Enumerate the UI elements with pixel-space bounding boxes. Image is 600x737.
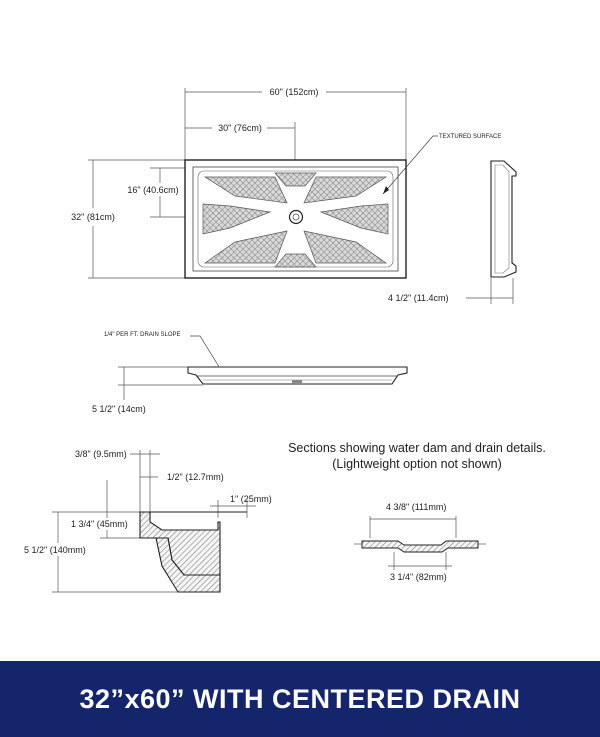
dam-lip-label: 1" (25mm)	[230, 494, 272, 504]
dam-height-label: 1 3/4" (45mm)	[71, 519, 128, 529]
side-profile	[490, 160, 517, 278]
drain-outer-label: 4 3/8" (111mm)	[386, 502, 446, 512]
overall-width-label: 60" (152cm)	[270, 87, 319, 97]
sections-caption-line2: (Lightweight option not shown)	[332, 457, 502, 471]
water-dam-section: 3/8" (9.5mm) 1/2" (12.7mm) 1" (25mm) 1 3…	[24, 449, 272, 593]
side-elevation: 1/4" PER FT. DRAIN SLOPE 5 1/2" (14cm)	[92, 332, 408, 414]
edge-depth-label: 4 1/2" (11.4cm)	[388, 293, 449, 303]
drain-slope-note: 1/4" PER FT. DRAIN SLOPE	[104, 332, 181, 338]
dam-width-label: 1/2" (12.7mm)	[167, 472, 224, 482]
textured-surface	[202, 172, 389, 268]
banner-title: 32”x60” WITH CENTERED DRAIN	[79, 683, 521, 714]
title-banner: 32”x60” WITH CENTERED DRAIN	[0, 661, 600, 737]
drain-section: 4 3/8" (111mm) 3 1/4" (82mm)	[354, 502, 486, 582]
half-depth-label: 16" (40.6cm)	[127, 185, 178, 195]
textured-surface-note: TEXTURED SURFACE	[439, 134, 501, 140]
technical-drawing: 60" (152cm) 30" (76cm) 16" (40.6cm) 32" …	[24, 87, 546, 593]
drain	[288, 209, 304, 225]
half-width-label: 30" (76cm)	[218, 123, 262, 133]
dam-top-label: 3/8" (9.5mm)	[75, 449, 127, 459]
dam-profile	[139, 511, 221, 576]
drain-profile	[361, 540, 479, 553]
pan-height-label: 5 1/2" (14cm)	[92, 404, 146, 414]
overall-depth-label: 32" (81cm)	[71, 212, 115, 222]
sections-caption-line1: Sections showing water dam and drain det…	[288, 441, 546, 455]
drain-inner-label: 3 1/4" (82mm)	[390, 572, 447, 582]
plan-view: 60" (152cm) 30" (76cm) 16" (40.6cm) 32" …	[71, 87, 517, 304]
total-height-label: 5 1/2" (140mm)	[24, 545, 86, 555]
